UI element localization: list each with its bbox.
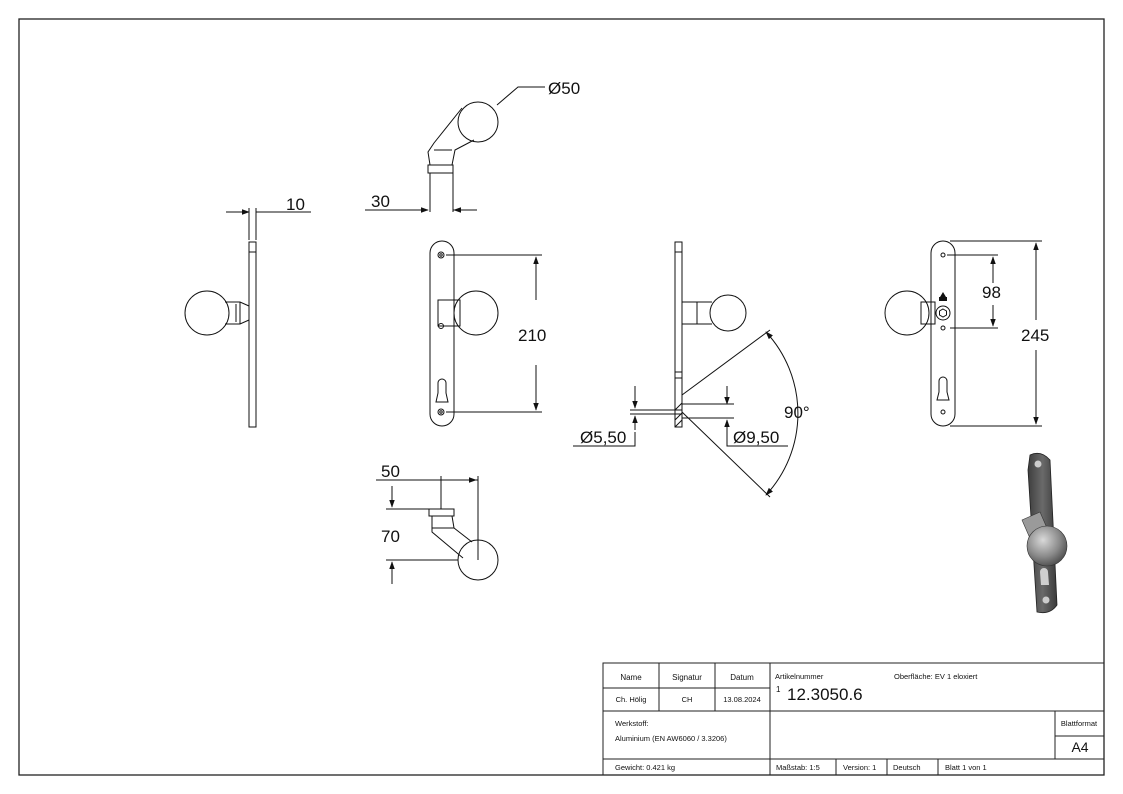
dim-overall-length: 245 <box>1021 326 1049 345</box>
tb-weight: Gewicht: 0.421 kg <box>615 763 675 772</box>
tb-sheet: Blatt 1 von 1 <box>945 763 987 772</box>
side-view-left <box>184 208 311 428</box>
tb-format-value: A4 <box>1071 739 1088 755</box>
tb-article-label: Artikelnummer <box>775 672 824 681</box>
dim-lock-spacing: 98 <box>982 283 1001 302</box>
tb-signature: CH <box>682 695 693 704</box>
tb-scale: Maßstab: 1:5 <box>776 763 820 772</box>
title-block <box>602 662 1105 776</box>
dim-plate-thickness: 10 <box>286 195 305 214</box>
dim-bore-large: Ø9,50 <box>733 428 779 447</box>
top-view <box>365 86 545 213</box>
tb-name: Ch. Hölig <box>616 695 647 704</box>
tb-format-label: Blattformat <box>1061 719 1098 728</box>
tb-col-signature: Signatur <box>672 673 702 682</box>
tb-version: Version: 1 <box>843 763 876 772</box>
dim-side-offset: 50 <box>381 462 400 481</box>
dim-hole-spacing: 210 <box>518 326 546 345</box>
dim-neck-offset: 30 <box>371 192 390 211</box>
dim-bore-small: Ø5,50 <box>580 428 626 447</box>
side-view-bottom <box>376 476 499 584</box>
tb-article-index: 1 <box>776 685 781 694</box>
tb-language: Deutsch <box>893 763 921 772</box>
front-view <box>429 240 542 427</box>
tb-col-date: Datum <box>730 673 754 682</box>
tb-date: 13.08.2024 <box>723 695 761 704</box>
rear-view <box>884 240 1042 427</box>
key-symbol-icon <box>939 292 947 301</box>
tb-material-value: Aluminium (EN AW6060 / 3.3206) <box>615 734 727 743</box>
tb-material-label: Werkstoff: <box>615 719 648 728</box>
sheet-border <box>18 18 1105 776</box>
section-view <box>573 241 799 498</box>
tb-col-name: Name <box>620 673 642 682</box>
tb-surface: Oberfläche: EV 1 eloxiert <box>894 672 978 681</box>
dim-side-height: 70 <box>381 527 400 546</box>
tb-article-number: 12.3050.6 <box>787 685 863 704</box>
dim-angle: 90° <box>784 403 810 422</box>
isometric-render <box>1021 452 1068 614</box>
dim-diameter-50: Ø50 <box>548 79 580 98</box>
